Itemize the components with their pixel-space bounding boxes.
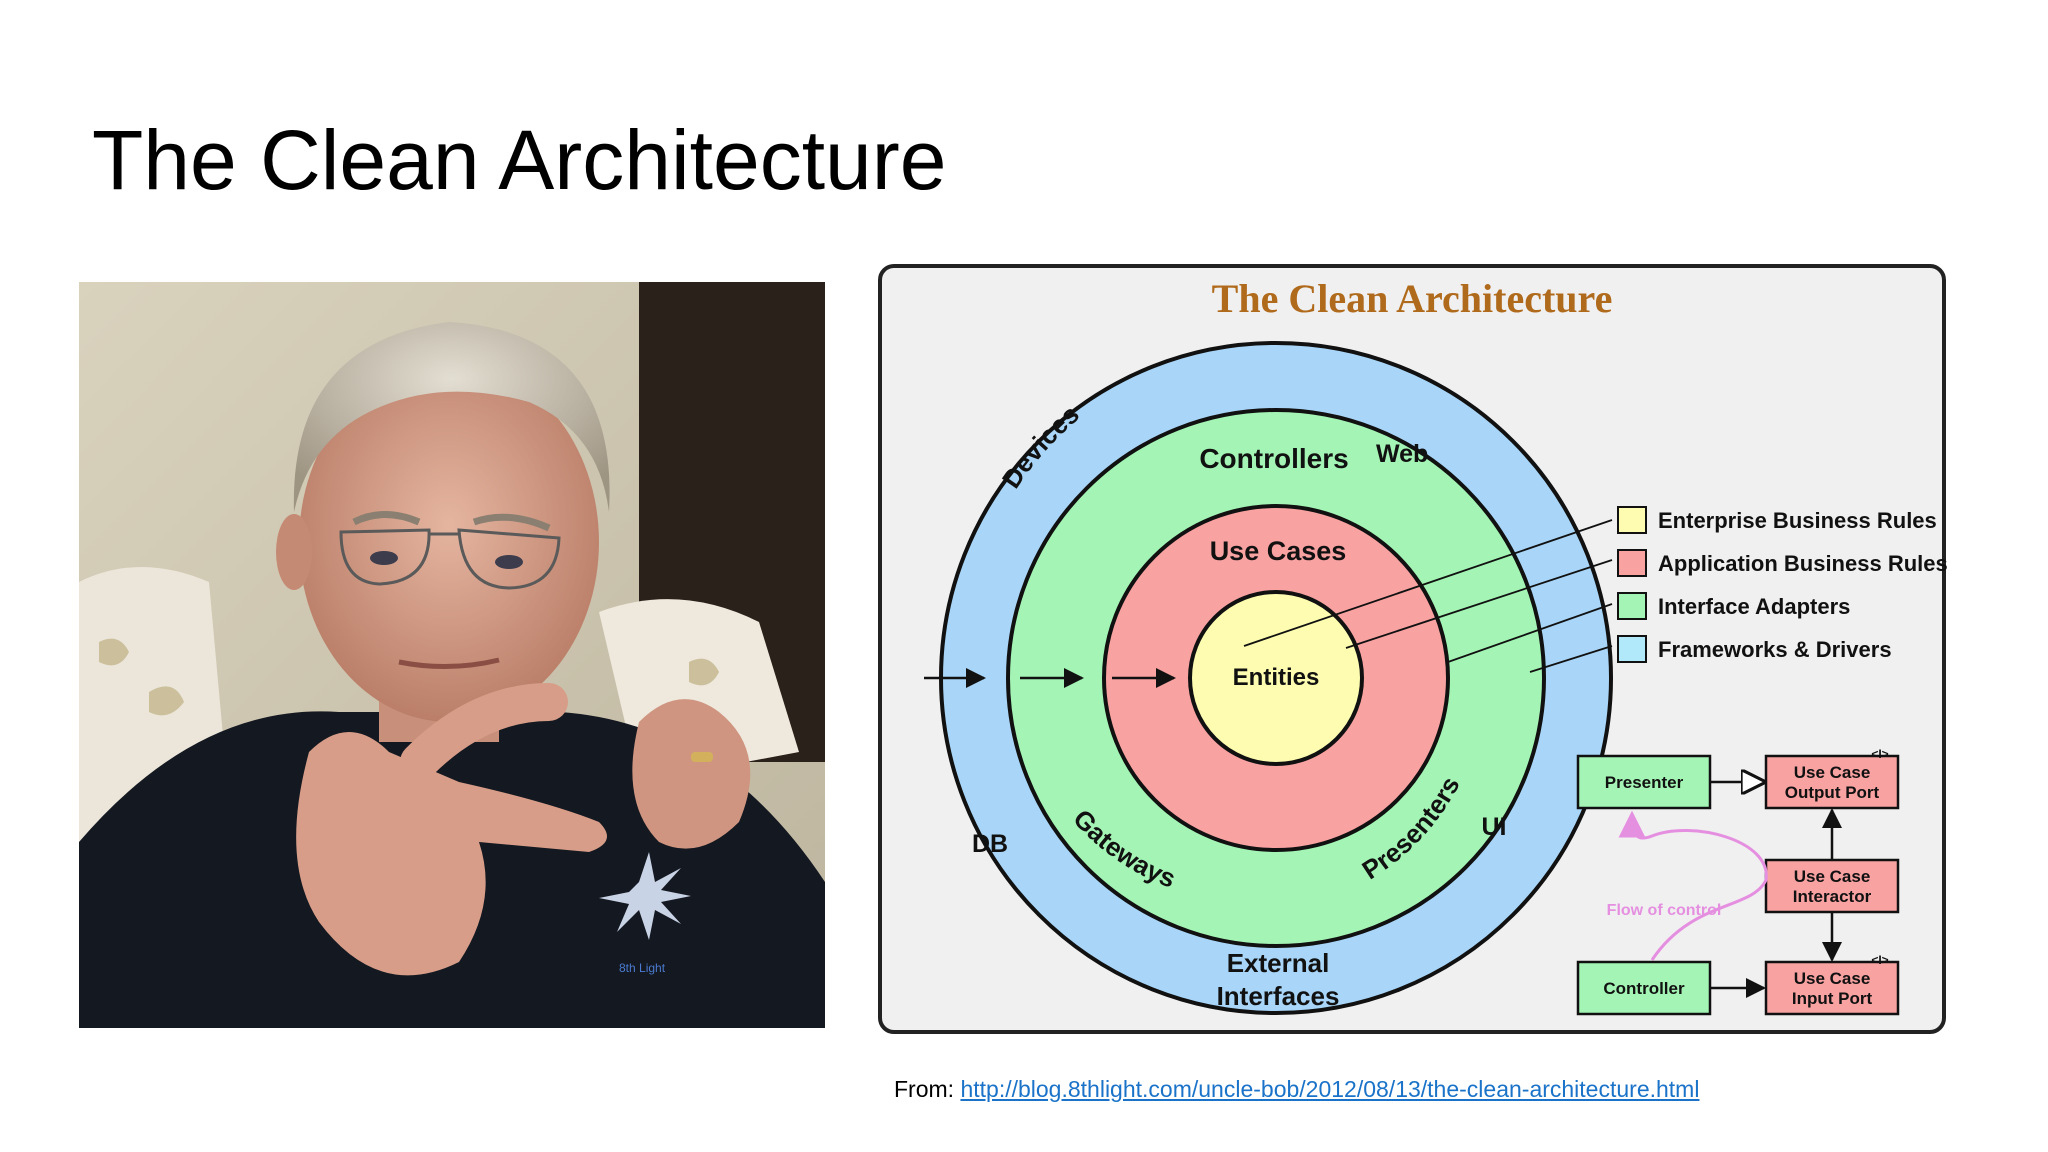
presenter-box bbox=[1576, 754, 1712, 810]
legend-leader-line bbox=[1243, 519, 1613, 647]
interface-mark: <I> bbox=[1871, 953, 1888, 967]
legend-swatch bbox=[1617, 506, 1647, 534]
ring-enterprise-business-rules bbox=[1188, 590, 1364, 766]
source-link[interactable]: http://blog.8thlight.com/uncle-bob/2012/… bbox=[960, 1076, 1700, 1102]
clean-architecture-diagram: The Clean Architecture Devices Controlle… bbox=[872, 260, 1954, 1044]
legend: Enterprise Business Rules Application Bu… bbox=[1617, 506, 1948, 663]
legend-label: Application Business Rules bbox=[1658, 551, 1948, 576]
legend-swatch bbox=[1617, 635, 1647, 663]
source-citation: From: http://blog.8thlight.com/uncle-bob… bbox=[894, 1076, 1699, 1103]
shirt-logo-text: 8th Light bbox=[619, 961, 666, 975]
flow-of-control-line bbox=[1618, 810, 1768, 961]
label-web: Web bbox=[1376, 440, 1428, 468]
label-use-cases: Use Cases bbox=[1210, 536, 1347, 566]
label-entities: Entities bbox=[1233, 664, 1320, 691]
output-port-label-2: Output Port bbox=[1785, 783, 1880, 802]
source-prefix: From: bbox=[894, 1076, 961, 1102]
legend-label: Frameworks & Drivers bbox=[1658, 637, 1892, 662]
label-ui: UI bbox=[1482, 813, 1507, 841]
legend-label: Interface Adapters bbox=[1658, 594, 1850, 619]
legend-leader-line bbox=[1447, 603, 1613, 663]
diagram-title: The Clean Architecture bbox=[1212, 276, 1613, 321]
legend-swatch bbox=[1617, 549, 1647, 577]
label-controllers: Controllers bbox=[1199, 443, 1348, 474]
interactor-box bbox=[1764, 858, 1900, 914]
legend-swatch bbox=[1617, 592, 1647, 620]
label-interfaces: Interfaces bbox=[1217, 981, 1340, 1011]
interface-mark: <I> bbox=[1871, 747, 1888, 761]
shirt-logo-icon bbox=[599, 852, 691, 940]
legend-leader-line bbox=[1529, 645, 1613, 673]
output-port-box bbox=[1764, 754, 1900, 810]
speaker-photo: 8th Light bbox=[79, 282, 825, 1028]
interactor-label-2: Interactor bbox=[1793, 887, 1872, 906]
label-external: External bbox=[1227, 948, 1330, 978]
input-port-label-1: Use Case bbox=[1794, 969, 1871, 988]
presenter-label: Presenter bbox=[1605, 773, 1684, 792]
legend-leader-line bbox=[1345, 559, 1613, 649]
output-port-label-1: Use Case bbox=[1794, 763, 1871, 782]
flow-of-control-label: Flow of control bbox=[1607, 902, 1722, 919]
input-port-label-2: Input Port bbox=[1792, 989, 1873, 1008]
interactor-label-1: Use Case bbox=[1794, 867, 1871, 886]
controller-label: Controller bbox=[1603, 979, 1685, 998]
legend-label: Enterprise Business Rules bbox=[1658, 508, 1937, 533]
label-db: DB bbox=[972, 830, 1008, 858]
input-port-box bbox=[1764, 960, 1900, 1016]
slide-title: The Clean Architecture bbox=[92, 113, 947, 207]
